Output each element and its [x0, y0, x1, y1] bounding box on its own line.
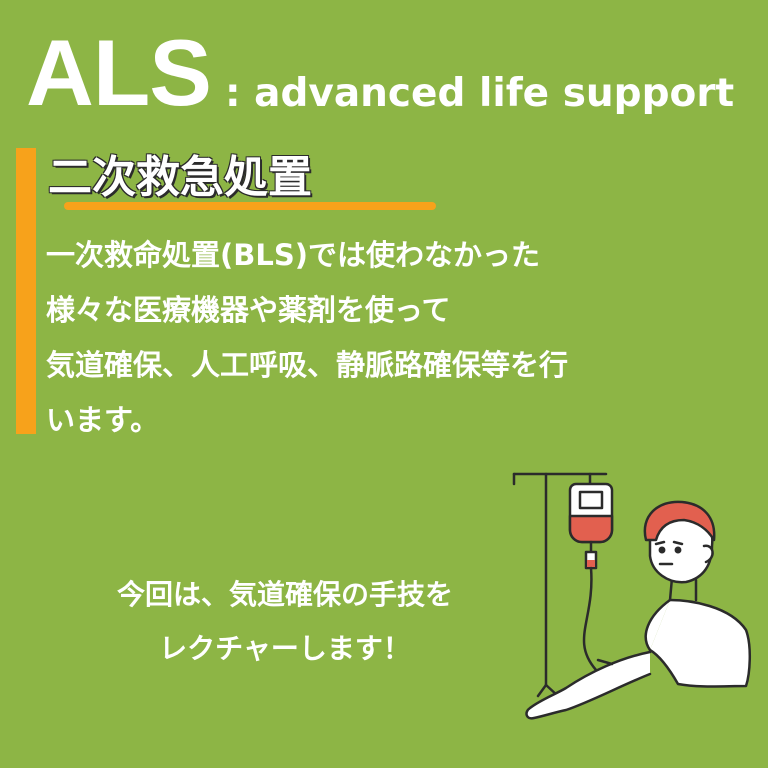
- title-subtitle: : advanced life support: [225, 71, 735, 116]
- patient-illustration: [512, 472, 751, 720]
- call-to-action: 今回は、気道確保の手技を レクチャーします！: [30, 568, 540, 676]
- accent-bar: [16, 148, 36, 434]
- page-title: ALS : advanced life support: [26, 26, 734, 120]
- section-heading: 二次救急処置: [48, 150, 436, 210]
- cta-line: 今回は、気道確保の手技を: [116, 578, 453, 611]
- description: 一次救命処置(BLS)では使わなかった 様々な医療機器や薬剤を使って 気道確保、…: [46, 228, 758, 448]
- cta-line: レクチャーします！: [159, 632, 411, 665]
- patient-figure: [525, 500, 751, 720]
- heading-underline: [64, 202, 436, 210]
- description-line: います。: [46, 403, 160, 437]
- description-line: 気道確保、人工呼吸、静脈路確保等を行: [46, 348, 569, 382]
- heading-text: 二次救急処置: [48, 152, 312, 203]
- title-main: ALS: [26, 20, 212, 125]
- description-line: 様々な医療機器や薬剤を使って: [46, 293, 451, 327]
- description-line: 一次救命処置(BLS)では使わなかった: [46, 238, 540, 272]
